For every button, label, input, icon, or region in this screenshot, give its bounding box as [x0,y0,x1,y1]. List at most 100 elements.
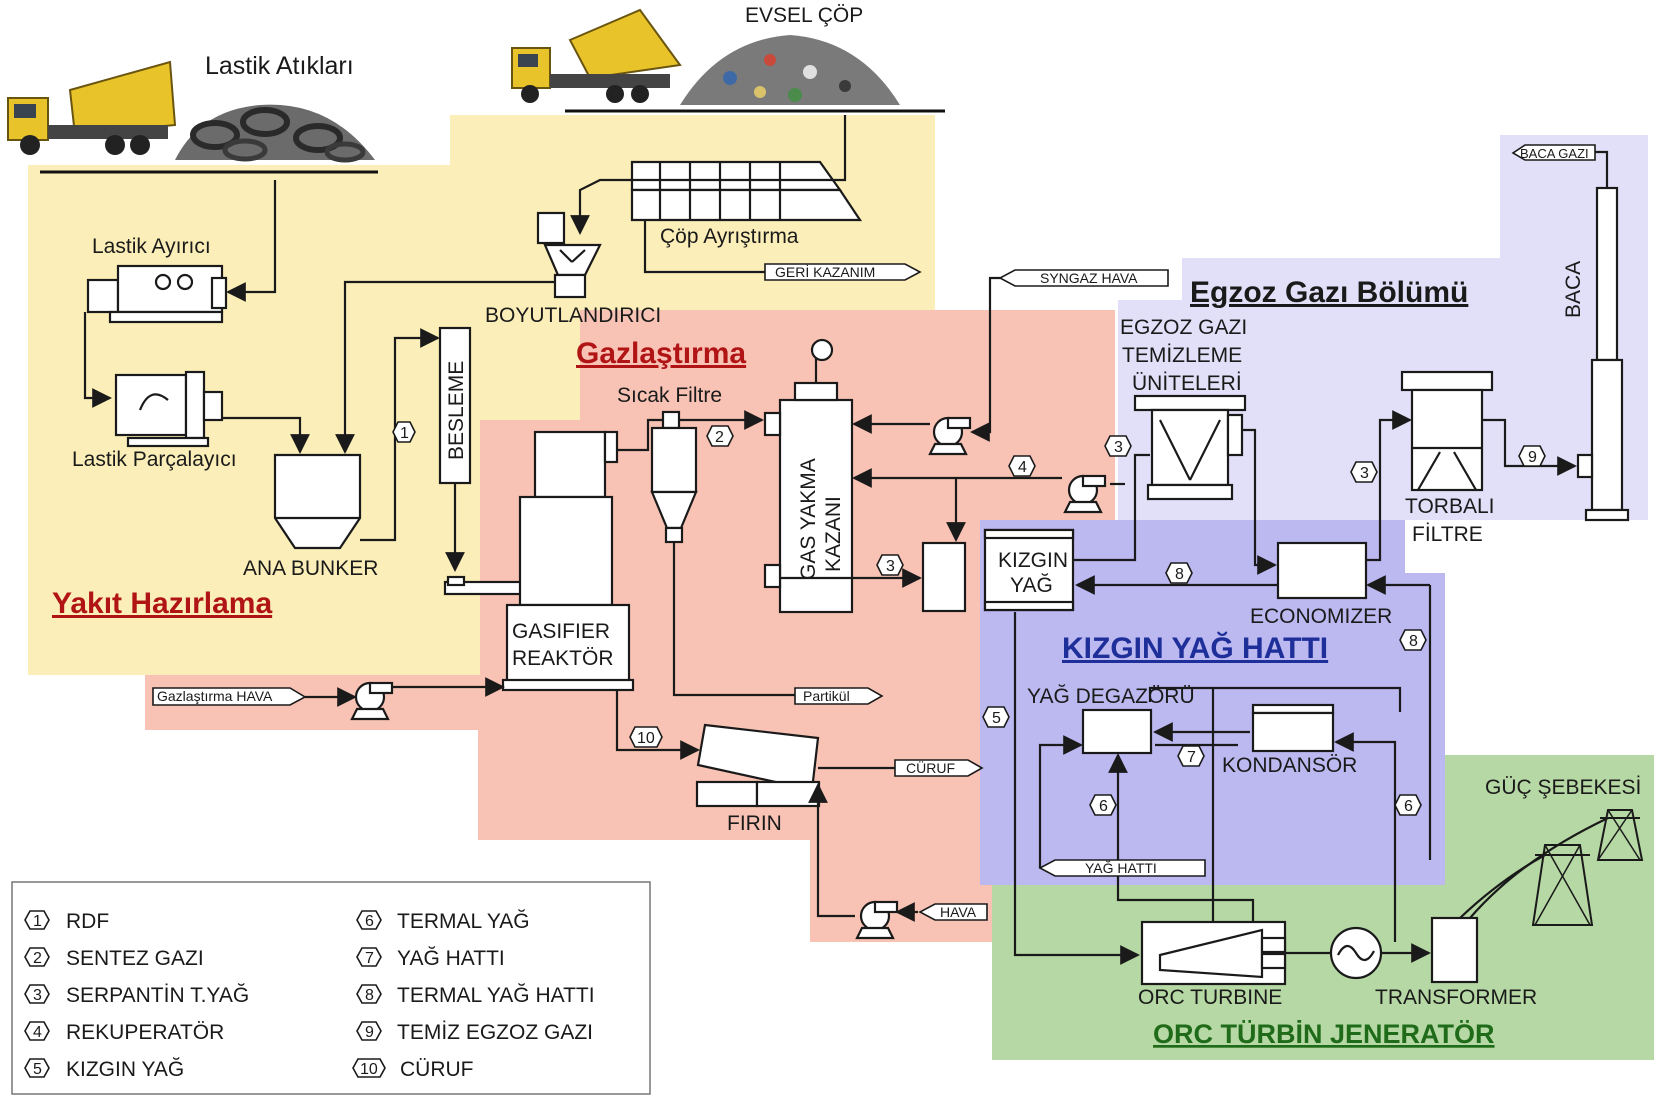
tag-gasification-air: Gazlaştırma HAVA [153,688,305,705]
svg-text:10: 10 [360,1061,378,1078]
stream-number-4: 4 [1009,456,1035,476]
feeder-label: BESLEME [445,361,468,460]
svg-text:3: 3 [886,558,895,575]
stream-number-9: 9 [1519,446,1545,466]
tag-air: HAVA [920,904,987,920]
transformer-label: TRANSFORMER [1375,986,1537,1009]
hot-oil-label-2: YAĞ [1010,574,1053,597]
stream-number-8: 8 [1400,630,1426,650]
truck-icon [512,10,680,103]
tag-particulate: Partikül [795,688,882,704]
generator-icon [1331,928,1381,978]
main-bunker [275,455,360,548]
exhaust-cleaning-unit [1135,396,1245,499]
gasification-title: Gazlaştırma [576,337,746,370]
svg-text:GERİ KAZANIM: GERİ KAZANIM [775,263,875,280]
furnace-label: FIRIN [727,812,782,835]
svg-text:Gazlaştırma HAVA: Gazlaştırma HAVA [157,688,273,704]
svg-text:8: 8 [1409,633,1418,650]
tire-shredder-label: Lastik Parçalayıcı [72,448,237,471]
svg-text:5: 5 [33,1061,42,1078]
svg-text:4: 4 [1018,459,1027,476]
svg-text:10: 10 [637,730,655,747]
exhaust-title: Egzoz Gazı Bölümü [1190,276,1468,309]
stream-number-3: 3 [877,555,903,575]
svg-text:6: 6 [1404,798,1413,815]
svg-text:1: 1 [33,913,42,930]
bag-filter-label-2: FİLTRE [1412,523,1483,546]
svg-text:SYNGAZ HAVA: SYNGAZ HAVA [1040,270,1138,286]
cleaning-label-1: EGZOZ GAZI [1120,316,1247,339]
fuel-prep-title: Yakıt Hazırlama [52,587,272,620]
tire-waste-title: Lastik Atıkları [205,52,354,80]
svg-text:8: 8 [1175,566,1184,583]
svg-text:7: 7 [1187,749,1196,766]
svg-text:CÜRUF: CÜRUF [906,759,955,776]
hot-oil-title: KIZGIN YAĞ HATTI [1062,631,1328,665]
stream-number-5: 5 [983,707,1009,727]
svg-text:TERMAL YAĞ: TERMAL YAĞ [397,910,530,933]
stream-number-8: 8 [1166,563,1192,583]
household-waste-title: EVSEL ÇÖP [745,4,863,27]
gas-boiler-label-1: GAS YAKMA [797,458,820,580]
svg-text:8: 8 [365,987,374,1004]
legend-item: 1 RDF [25,910,109,933]
cleaning-label-2: TEMİZLEME [1122,344,1242,367]
tag-syngas-air: SYNGAZ HAVA [1000,270,1168,286]
waste-sorting-label: Çöp Ayrıştırma [660,225,799,248]
svg-text:SERPANTİN T.YAĞ: SERPANTİN T.YAĞ [66,984,249,1007]
condenser [1253,705,1333,751]
svg-text:YAĞ HATTI: YAĞ HATTI [397,947,505,970]
truck-icon [8,62,175,155]
tag-slag: CÜRUF [895,759,982,776]
tag-oil-line: YAĞ HATTI [1040,860,1205,876]
svg-text:9: 9 [1528,449,1537,466]
svg-text:SENTEZ GAZI: SENTEZ GAZI [66,947,204,970]
svg-text:6: 6 [365,913,374,930]
condenser-label: KONDANSÖR [1222,754,1357,777]
svg-text:5: 5 [992,710,1001,727]
stream-number-6: 6 [1395,795,1421,815]
svg-text:RDF: RDF [66,910,109,933]
svg-text:3: 3 [33,987,42,1004]
stack-label: BACA [1562,261,1585,318]
svg-text:6: 6 [1099,798,1108,815]
svg-text:TERMAL YAĞ HATTI: TERMAL YAĞ HATTI [397,984,595,1007]
svg-text:CÜRUF: CÜRUF [400,1058,474,1081]
tire-pile-image [175,105,375,160]
svg-text:KIZGIN YAĞ: KIZGIN YAĞ [66,1058,184,1081]
svg-text:YAĞ HATTI: YAĞ HATTI [1085,860,1157,876]
grid-label: GÜÇ ŞEBEKESİ [1485,776,1641,799]
svg-text:TEMİZ EGZOZ GAZI: TEMİZ EGZOZ GAZI [397,1021,593,1044]
svg-text:2: 2 [33,950,42,967]
tire-separator-label: Lastik Ayırıcı [92,235,211,258]
recuperator-box [923,543,965,611]
hot-filter-label: Sıcak Filtre [617,384,722,407]
svg-text:3: 3 [1360,465,1369,482]
svg-text:9: 9 [365,1024,374,1041]
orc-title: ORC TÜRBİN JENERATÖR [1153,1019,1495,1049]
svg-text:2: 2 [715,429,724,446]
svg-text:Partikül: Partikül [803,688,850,704]
hot-oil-label-1: KIZGIN [998,549,1068,572]
gasifier-label-1: GASIFIER [512,620,610,643]
stream-number-2: 2 [707,426,733,446]
waste-sorting-screen [632,162,860,220]
svg-text:3: 3 [1114,439,1123,456]
economizer-label: ECONOMIZER [1250,605,1392,628]
bag-filter-label-1: TORBALI [1405,495,1494,518]
transformer [1432,918,1477,982]
svg-text:1: 1 [400,425,409,442]
stream-number-3: 3 [1105,436,1131,456]
svg-text:BACA GAZI: BACA GAZI [1520,146,1589,161]
economizer [1278,543,1366,598]
orc-turbine-label: ORC TURBINE [1138,986,1282,1009]
svg-text:4: 4 [33,1024,42,1041]
main-bunker-label: ANA BUNKER [243,557,378,580]
furnace [697,725,819,806]
stream-number-1: 1 [393,422,415,442]
stream-number-3: 3 [1351,462,1377,482]
cleaning-label-3: ÜNİTELERİ [1132,372,1242,395]
svg-text:7: 7 [365,950,374,967]
